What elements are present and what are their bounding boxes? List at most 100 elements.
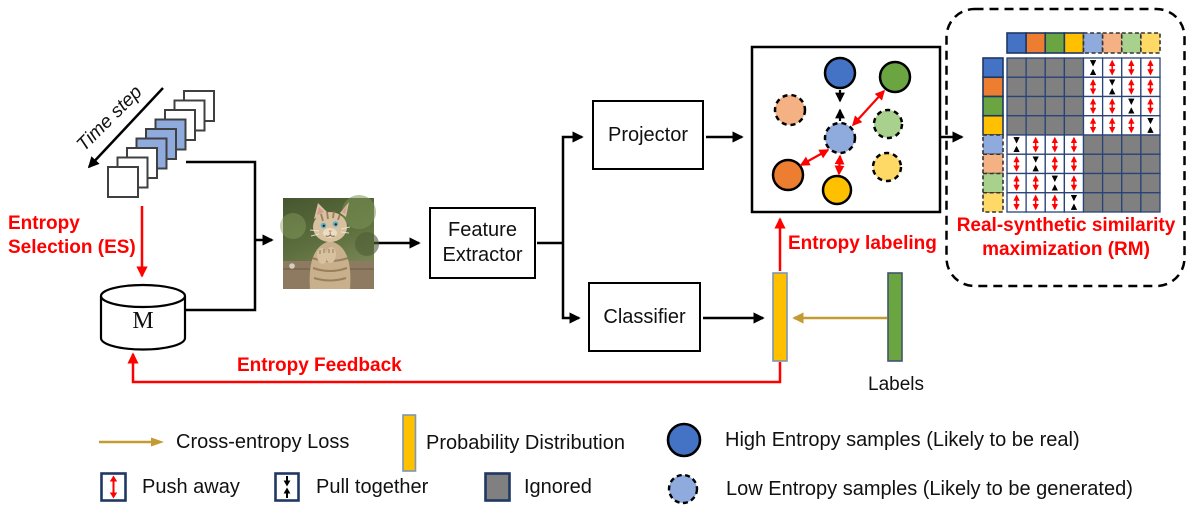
matrix-cell-ignored (1101, 134, 1123, 155)
pull-together-icon (274, 472, 300, 502)
frame-square (107, 166, 139, 198)
matrix-cell-ignored (1044, 115, 1066, 136)
legend-label: Low Entropy samples (Likely to be genera… (726, 477, 1133, 500)
rm-line2: maximization (RM) (982, 239, 1150, 260)
probability-bar-icon (402, 414, 417, 472)
frame-stack (107, 90, 215, 198)
low-entropy-circle-icon (667, 473, 699, 505)
sample-circle-light_blue (823, 121, 857, 155)
entropy-labeling-label: Entropy labeling (788, 233, 937, 254)
legend-label: Push away (142, 475, 240, 498)
push-away-icon (100, 472, 127, 502)
matrix-cell-ignored (1140, 172, 1161, 194)
gold-arrow-icon (99, 437, 164, 447)
rm-line1: Real-synthetic similarity (956, 215, 1176, 236)
matrix-col-header (1120, 32, 1142, 54)
matrix-cell-ignored (1006, 57, 1027, 78)
matrix-cell-ignored (1025, 95, 1046, 117)
matrix-col-header (1082, 32, 1104, 54)
ignored-cell-icon (484, 472, 511, 502)
legend-label: Pull together (316, 475, 429, 498)
legend-item-high-entropy: High Entropy samples (Likely to be real) (664, 421, 1080, 459)
sample-circle-peach (773, 93, 807, 127)
matrix-cell-ignored (1044, 57, 1066, 78)
labels-bar-label: Labels (868, 374, 924, 395)
matrix-cell-ignored (1006, 76, 1027, 98)
matrix-cell-ignored (1121, 134, 1142, 155)
projector-box: Projector (592, 100, 704, 170)
entropy-selection-label: Entropy Selection (ES) (8, 212, 136, 260)
matrix-cell-ignored (1063, 95, 1085, 117)
push-away-arrows (799, 89, 886, 176)
sample-circle-blue (823, 56, 857, 90)
matrix-cell-ignored (1101, 153, 1123, 175)
classifier-label: Classifier (603, 305, 686, 328)
matrix-row-header (982, 172, 1004, 194)
matrix-row-header (982, 134, 1004, 156)
legend-item-probability: Probability Distribution (402, 414, 625, 472)
rm-dashed-box (945, 7, 1186, 288)
matrix-cell-ignored (1025, 57, 1046, 78)
classifier-box: Classifier (588, 282, 701, 352)
matrix-row-header (982, 191, 1004, 213)
matrix-cell-ignored (1140, 192, 1161, 213)
legend-item-low-entropy: Low Entropy samples (Likely to be genera… (666, 472, 1133, 506)
matrix-row-header (982, 76, 1004, 98)
high-entropy-circle-icon (666, 422, 702, 458)
matrix-col-header (1025, 32, 1047, 54)
legend-label: High Entropy samples (Likely to be real) (725, 428, 1080, 451)
black-wires (185, 131, 964, 324)
embedding-scatter (771, 56, 912, 206)
feature-extractor-box: Feature Extractor (429, 207, 536, 279)
matrix-cell-ignored (1044, 76, 1066, 98)
matrix-row-header (982, 57, 1004, 79)
sample-circle-orange (771, 158, 805, 192)
matrix-cell-ignored (1025, 76, 1046, 98)
similarity-matrix (982, 32, 1161, 213)
matrix-cell-ignored (1025, 115, 1046, 136)
matrix-cell-ignored (1044, 95, 1066, 117)
sample-circle-green (878, 60, 912, 94)
matrix-cell-ignored (1082, 172, 1104, 194)
entropy-selection-line1: Entropy (8, 213, 80, 234)
matrix-cell-ignored (1101, 192, 1123, 213)
memory-cylinder (99, 283, 187, 351)
matrix-cell-ignored (1082, 134, 1104, 155)
sample-circle-light_green (872, 108, 904, 140)
matrix-cell-ignored (1121, 172, 1142, 194)
matrix-cell-ignored (1082, 192, 1104, 213)
matrix-cell-ignored (1082, 153, 1104, 175)
feature-extractor-line2: Extractor (442, 244, 523, 266)
matrix-col-header (1063, 32, 1085, 54)
projector-label: Projector (607, 123, 689, 146)
matrix-cell-ignored (1121, 153, 1142, 175)
matrix-col-header (1101, 32, 1123, 54)
matrix-cell-ignored (1006, 115, 1027, 136)
sample-circle-light_yellow (871, 151, 903, 183)
cat-image (280, 195, 379, 289)
entropy-feedback-arrow (127, 352, 782, 384)
matrix-col-header (1044, 32, 1066, 54)
legend-item-ignored: Ignored (484, 472, 592, 502)
red-wires (127, 206, 786, 384)
matrix-cell-ignored (1006, 95, 1027, 117)
memory-label: M (132, 308, 154, 334)
scatter-arrows (799, 89, 886, 176)
matrix-cell-ignored (1140, 134, 1161, 155)
matrix-col-header (1140, 32, 1161, 54)
matrix-col-header (1006, 32, 1027, 54)
probability-bar (772, 272, 788, 362)
time-step-arrow (87, 87, 164, 169)
rm-label: Real-synthetic similarity maximization (… (947, 214, 1185, 262)
legend-label: Probability Distribution (426, 431, 625, 454)
entropy-feedback-label: Entropy Feedback (237, 355, 402, 376)
labels-bar (887, 272, 903, 362)
legend-item-cross-entropy: Cross-entropy Loss (98, 428, 349, 456)
sample-circle-gold (821, 174, 853, 206)
matrix-row-header (982, 95, 1004, 117)
legend-label: Ignored (524, 475, 592, 498)
matrix-cell-ignored (1121, 192, 1142, 213)
feature-extractor-line1: Feature (448, 219, 517, 241)
